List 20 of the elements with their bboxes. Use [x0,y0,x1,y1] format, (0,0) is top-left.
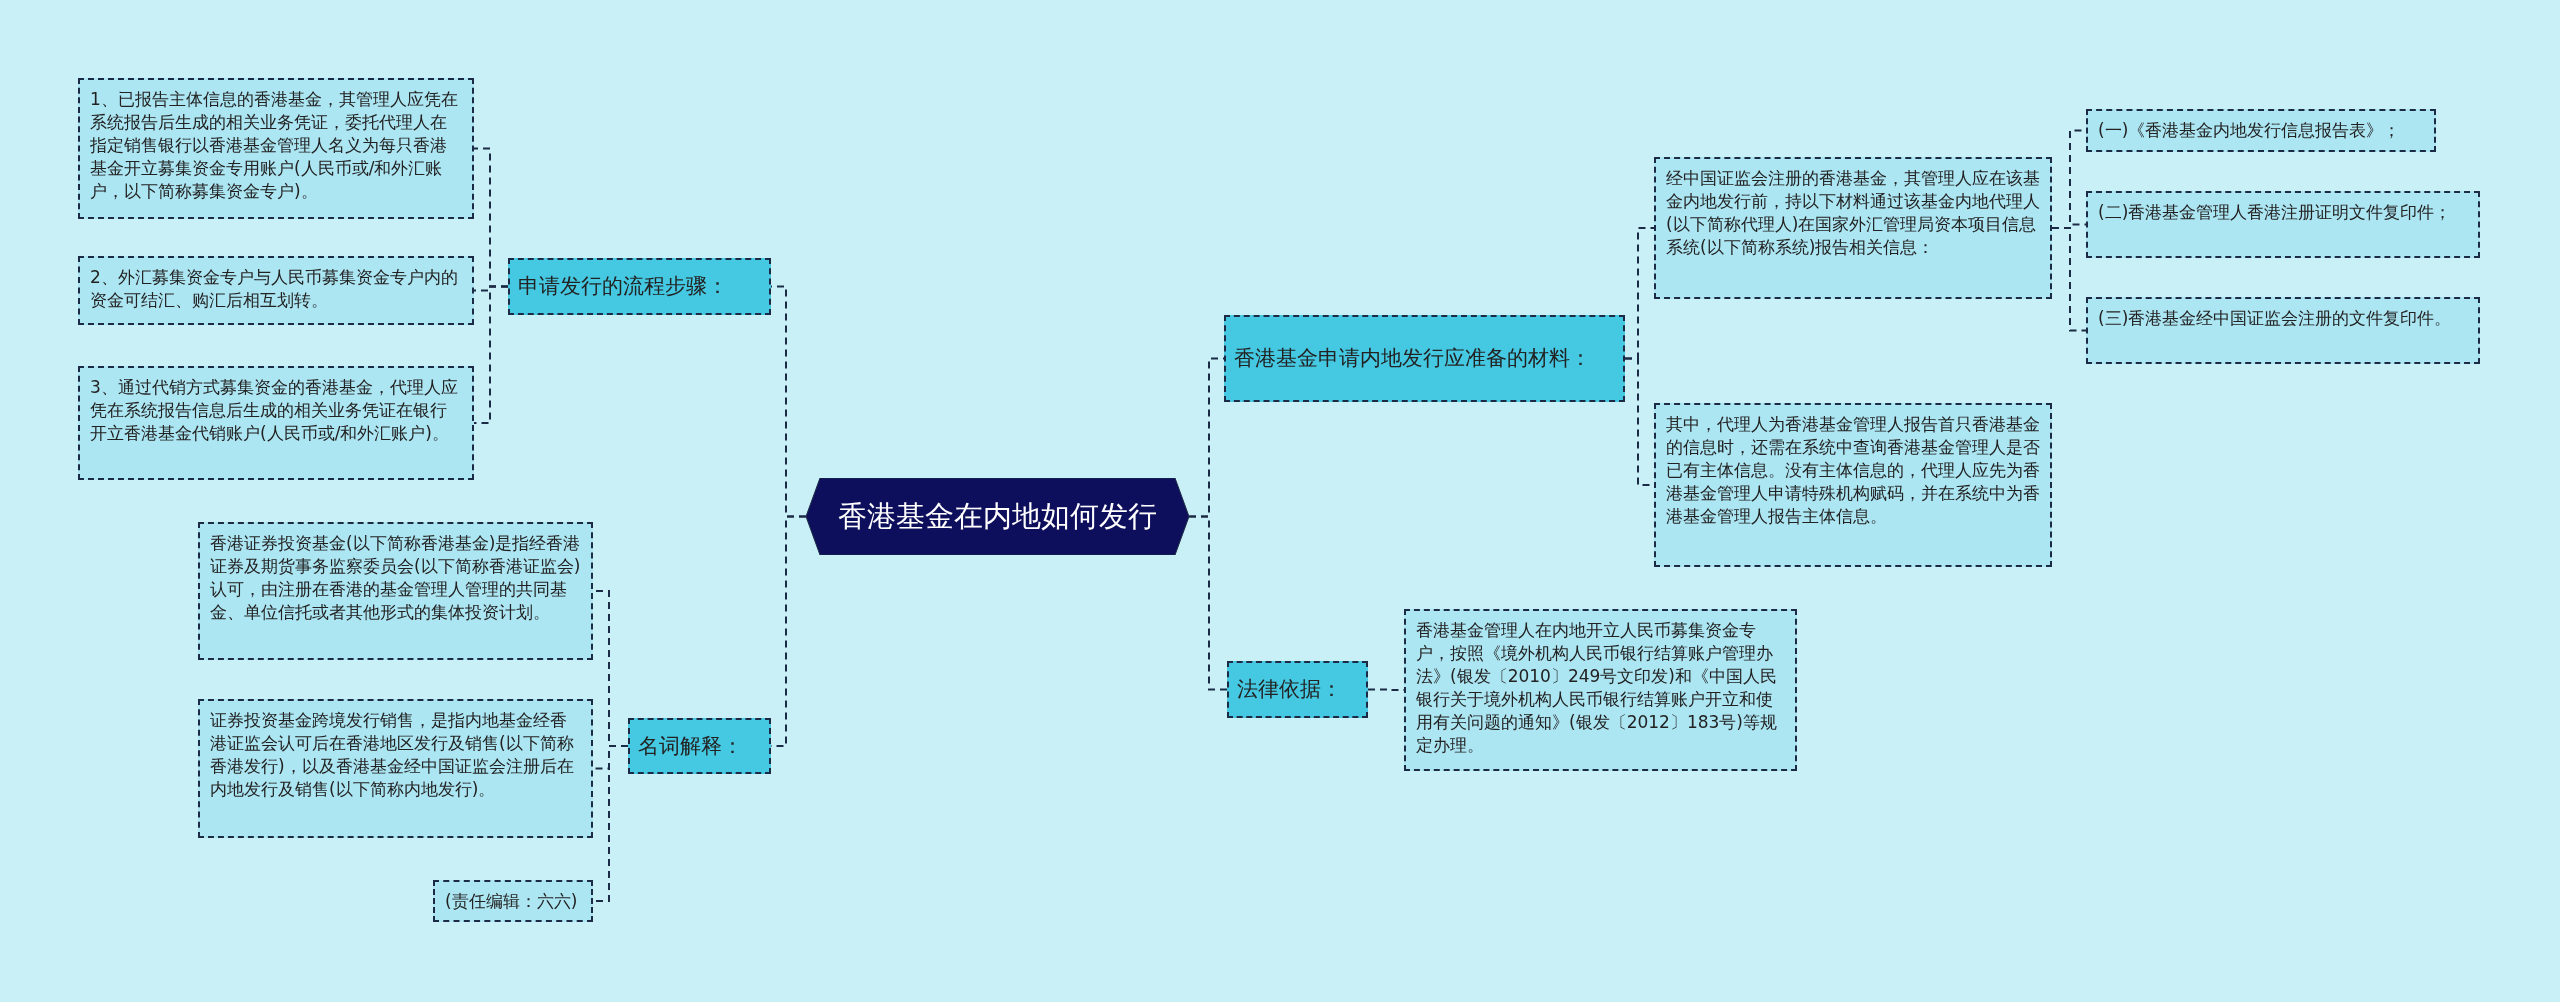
text-box: (一)《香港基金内地发行信息报告表》； [2086,109,2436,152]
connector-line [1188,515,1228,691]
text-box: (二)香港基金管理人香港注册证明文件复印件； [2086,191,2480,258]
text-box: (责任编辑：六六) [433,880,593,922]
text-box: 2、外汇募集资金专户与人民币募集资金专户内的资金可结汇、购汇后相互划转。 [78,256,474,325]
text-box: 证券投资基金跨境发行销售，是指内地基金经香港证监会认可后在香港地区发行及销售(以下简称香港发行)，以及香港基金经中国证监会注册后在内地发行及销售(以下简称内地发行)。 [198,699,593,838]
text-box: (三)香港基金经中国证监会注册的文件复印件。 [2086,297,2480,364]
topic-box: 法律依据： [1227,661,1368,718]
connector-line [2051,227,2087,332]
text-box: 香港基金管理人在内地开立人民币募集资金专户，按照《境外机构人民币银行结算账户管理办法》(银发〔2010〕249号文印发)和《中国人民银行关于境外机构人民币银行结算账户开立和使用有关问题的通知》(银发〔2012〕183号)等规定办理。 [1404,609,1797,771]
topic-box: 申请发行的流程步骤： [508,258,771,315]
connector-line [473,285,509,424]
text-box: 经中国证监会注册的香港基金，其管理人应在该基金内地发行前，持以下材料通过该基金内地代理人(以下简称代理人)在国家外汇管理局资本项目信息系统(以下简称系统)报告相关信息： [1654,157,2052,299]
text-box: 其中，代理人为香港基金管理人报告首只香港基金的信息时，还需在系统中查询香港基金管理人是否已有主体信息。没有主体信息的，代理人应先为香港基金管理人申请特殊机构赋码，并在系统中为香港基金管理人报告主体信息。 [1654,403,2052,567]
text-box: 香港证券投资基金(以下简称香港基金)是指经香港证券及期货事务监察委员会(以下简称香港证监会)认可，由注册在香港的基金管理人管理的共同基金、单位信托或者其他形式的集体投资计划。 [198,522,593,660]
text-box: 3、通过代销方式募集资金的香港基金，代理人应凭在系统报告信息后生成的相关业务凭证在银行开立香港基金代销账户(人民币或/和外汇账户)。 [78,366,474,480]
topic-box: 香港基金申请内地发行应准备的材料： [1224,315,1625,402]
topic-box: 名词解释： [628,718,771,774]
central-topic: 香港基金在内地如何发行 [806,478,1189,555]
text-box: 1、已报告主体信息的香港基金，其管理人应凭在系统报告后生成的相关业务凭证，委托代理人在指定销售银行以香港基金管理人名义为每只香港基金开立募集资金专用账户(人民币或/和外汇账户，以下简称募集资金专户)。 [78,78,474,219]
